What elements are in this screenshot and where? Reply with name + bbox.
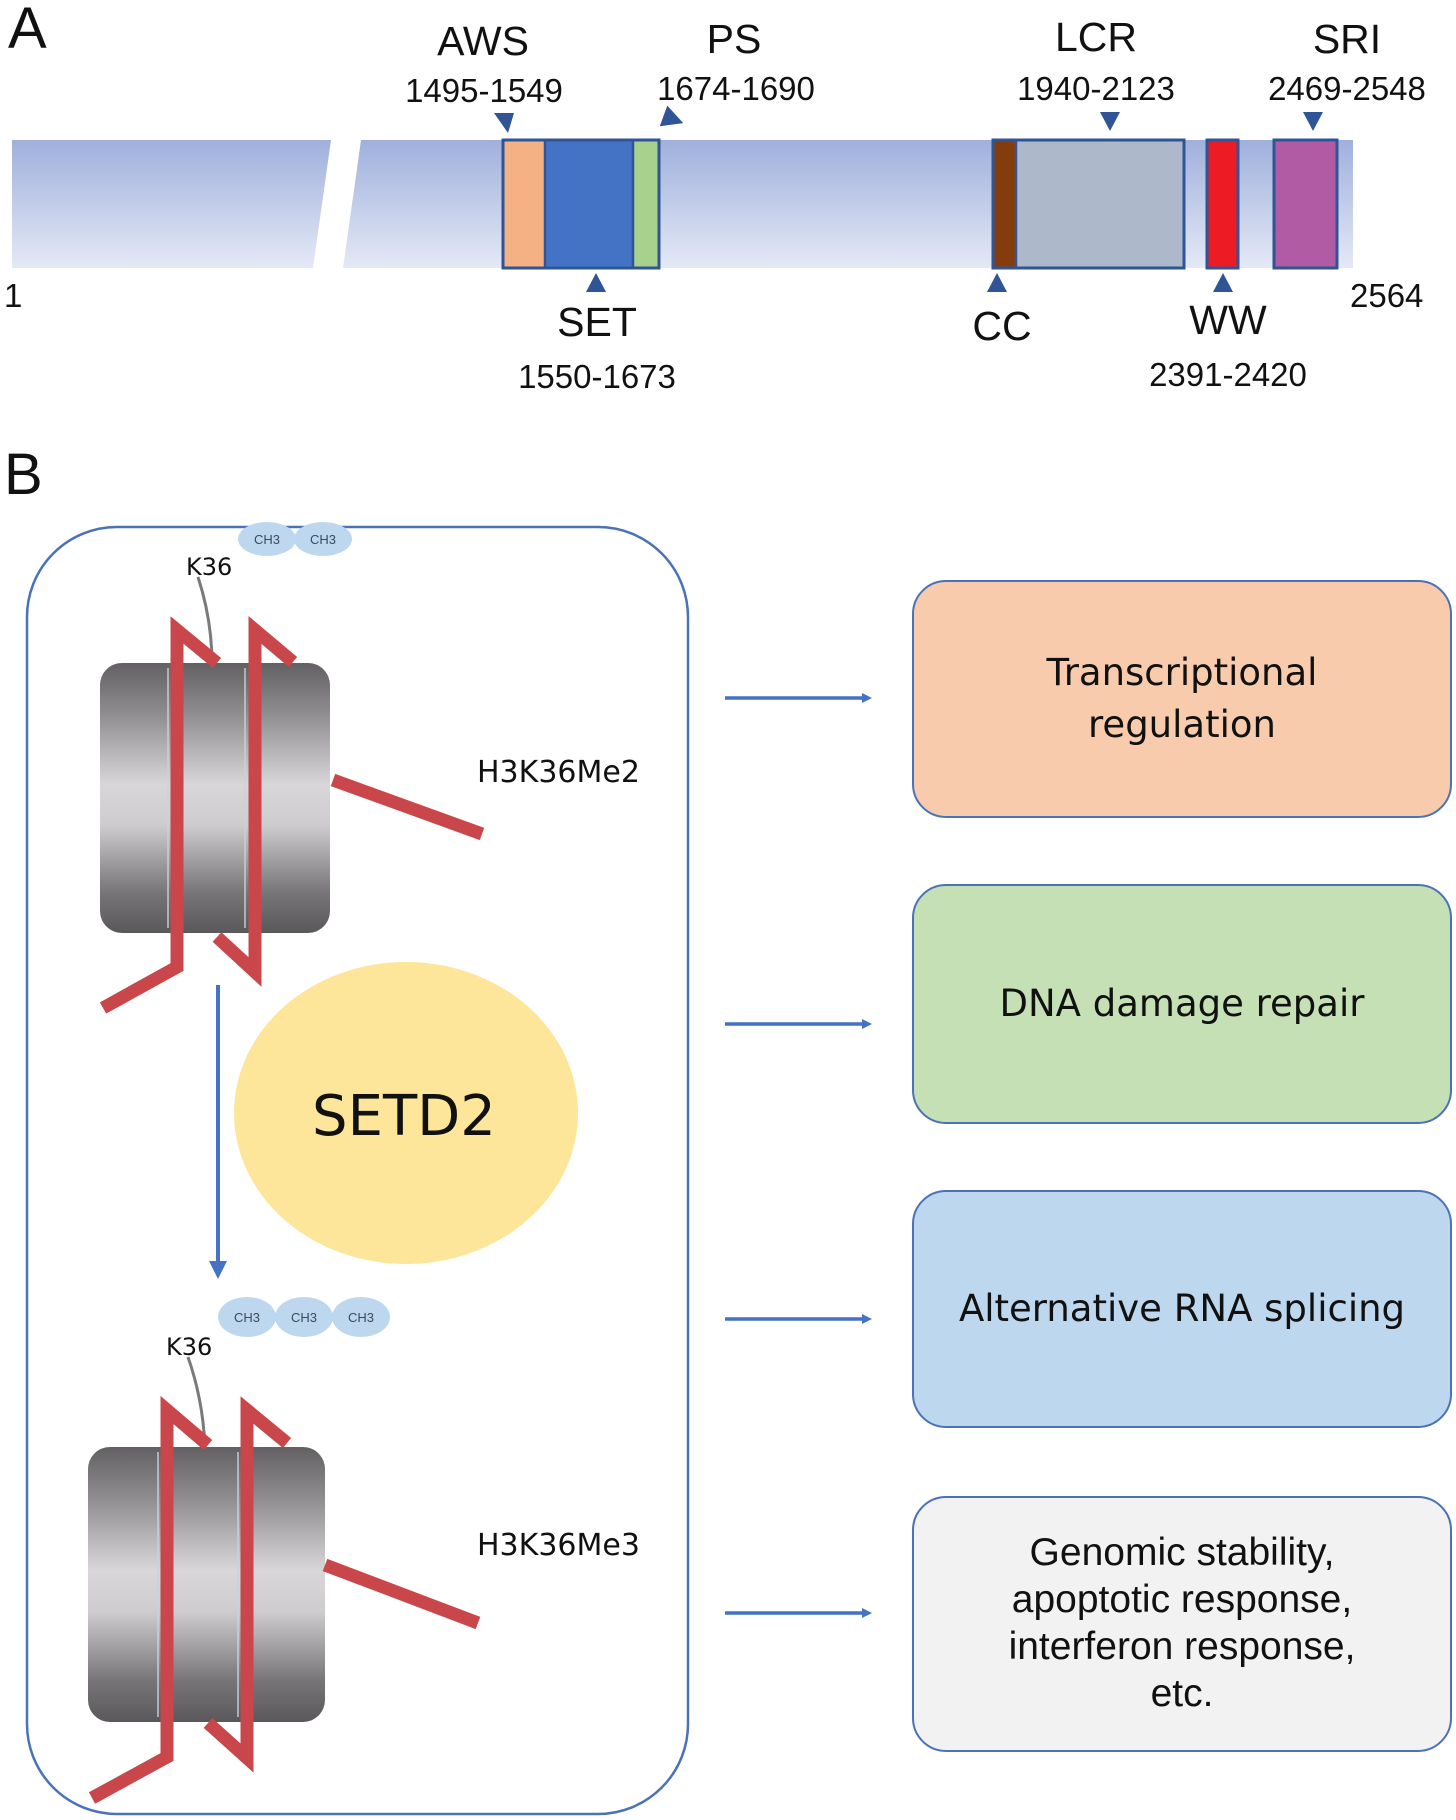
sri-pointer-icon [1303,112,1323,131]
panel-b-label: B [4,442,43,507]
dna-strand-icon [99,616,222,1014]
ps-pointer-icon [659,105,684,127]
domain-range-ww: 2391-2420 [1149,356,1307,393]
function-box-transcription: Transcriptional regulation [912,580,1452,818]
domain-label-set: SET [557,299,637,345]
start-residue: 1 [4,277,22,314]
function-box-rna-splicing: Alternative RNA splicing [912,1190,1452,1428]
function-label: Genomic stability, apoptotic response, i… [1008,1531,1356,1715]
lcr-pointer-icon [1100,112,1120,131]
methyl-group-chain: CH3 CH3 CH3 [218,1297,390,1337]
function-label: DNA damage repair [999,982,1365,1026]
domain-ps [633,140,659,268]
dna-strand-back [203,1396,292,1773]
histone-core-icon [100,663,330,933]
dna-strand-icon [88,1395,213,1804]
methyl-group-icon [275,1297,333,1337]
protein-bar-segment-start [12,140,331,268]
domain-label-ps: PS [707,16,762,62]
histone-core-icon [88,1447,325,1722]
residue-label: K36 [166,1333,212,1361]
methyl-label: CH3 [310,532,336,547]
domain-label-sri: SRI [1313,16,1381,62]
residue-label: K36 [186,553,232,581]
methylation-state-label: H3K36Me3 [477,1528,640,1563]
end-residue: 2564 [1350,277,1423,314]
panel-b: B K36 CH3 CH3 H3K36Me2 SETD2 [4,442,872,1816]
setd2-enzyme [234,962,578,1264]
domain-sri [1272,138,1339,270]
methyl-group-icon [294,522,352,556]
panel-a-label: A [8,0,47,61]
domain-lcr [1016,140,1184,268]
domain-cc [993,140,1016,268]
methyl-label: CH3 [254,532,280,547]
lcr-domain-cluster [991,138,1186,270]
methyl-group-icon [218,1297,276,1337]
set-pointer-icon [586,273,606,292]
domain-label-lcr: LCR [1055,14,1137,60]
panel-a: A AWS 1495-1549 [4,0,1426,395]
domain-aws [503,140,545,268]
methyl-group-chain: CH3 CH3 [238,522,352,556]
methyl-label: CH3 [348,1310,374,1325]
function-label: Alternative RNA splicing [958,1287,1406,1331]
enzyme-label: SETD2 [312,1084,496,1149]
protein-bar-segment-main [343,140,1353,268]
domain-label-aws: AWS [437,18,529,64]
ww-pointer-icon [1213,273,1233,292]
methyl-label: CH3 [234,1310,260,1325]
function-label: Transcriptional regulation [1046,651,1318,746]
domain-set [545,140,633,268]
domain-range-aws: 1495-1549 [405,72,563,109]
domain-range-lcr: 1940-2123 [1017,70,1175,107]
nucleosome-trimethyl: K36 CH3 CH3 CH3 H3K36Me3 [88,1297,640,1804]
nucleosome-dimethyl: K36 CH3 CH3 H3K36Me2 [99,522,640,1014]
methyl-group-icon [238,522,296,556]
function-box-dna-repair: DNA damage repair [912,884,1452,1124]
methylation-state-label: H3K36Me2 [477,755,640,790]
dna-tail [322,1558,481,1630]
dna-strand-back [212,616,298,987]
domain-range-ps: 1674-1690 [657,70,815,107]
domain-range-sri: 2469-2548 [1268,70,1426,107]
domain-ww [1205,138,1240,270]
domain-label-ww: WW [1189,297,1267,343]
aws-pointer-icon [494,113,514,133]
set-domain-cluster [501,138,661,270]
cc-pointer-icon [987,273,1007,292]
methyl-group-icon [332,1297,390,1337]
domain-range-set: 1550-1673 [518,358,676,395]
domain-label-cc: CC [972,303,1031,349]
dna-tail [330,773,485,841]
methyl-label: CH3 [291,1310,317,1325]
function-box-genomic-stability: Genomic stability, apoptotic response, i… [912,1496,1452,1752]
